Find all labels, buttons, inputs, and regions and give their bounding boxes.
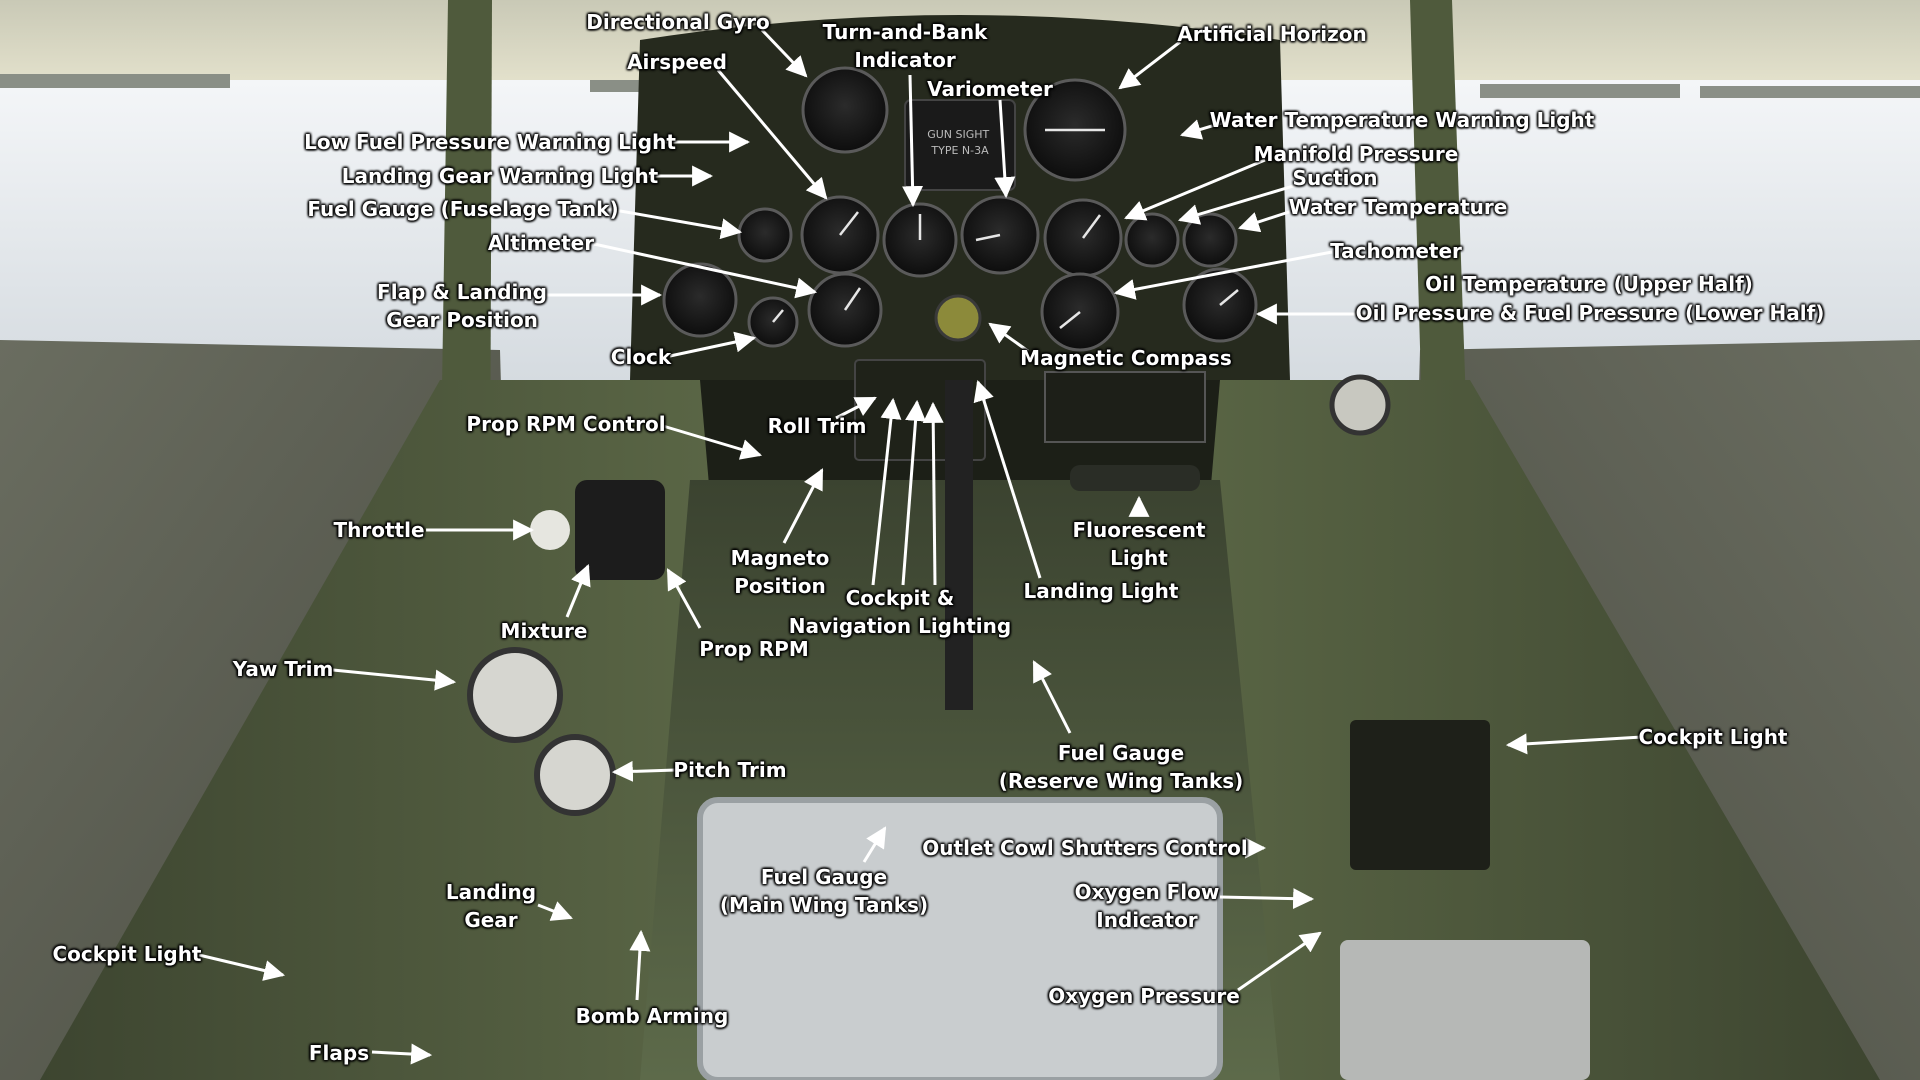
label-throttle: Throttle — [333, 518, 425, 542]
label-flaps: Flaps — [308, 1041, 370, 1065]
right-breaker-panel — [1044, 371, 1206, 443]
label-cockpit-navigation-lighting: Cockpit &Navigation Lighting — [788, 586, 1012, 638]
label-water-temperature-warning-light: Water Temperature Warning Light — [1209, 108, 1595, 132]
label-suction: Suction — [1292, 166, 1378, 190]
label-clock: Clock — [610, 345, 672, 369]
fuel-gauge-fuselage-dial — [737, 207, 793, 263]
label-landing-light: Landing Light — [1023, 579, 1179, 603]
label-manifold-pressure: Manifold Pressure — [1253, 142, 1459, 166]
label-oil-pressure-fuel-pressure: Oil Pressure & Fuel Pressure (Lower Half… — [1355, 301, 1825, 325]
label-water-temperature: Water Temperature — [1288, 195, 1508, 219]
right-cockpit-wall — [1160, 380, 1880, 1080]
label-cockpit-light-left: Cockpit Light — [52, 942, 202, 966]
label-low-fuel-pressure-warning-light: Low Fuel Pressure Warning Light — [304, 130, 676, 154]
seat — [697, 797, 1223, 1080]
label-oxygen-pressure: Oxygen Pressure — [1048, 984, 1240, 1008]
gunsight-column — [904, 99, 1016, 191]
label-magnetic-compass: Magnetic Compass — [1020, 346, 1232, 370]
label-fuel-gauge-fuselage-tank: Fuel Gauge (Fuselage Tank) — [307, 197, 619, 221]
label-variometer: Variometer — [927, 77, 1053, 101]
yaw-trim-wheel — [467, 647, 563, 743]
magnetic-compass — [934, 294, 982, 342]
pitch-trim-wheel — [534, 734, 616, 816]
label-directional-gyro: Directional Gyro — [586, 10, 770, 34]
label-oil-temperature: Oil Temperature (Upper Half) — [1425, 272, 1753, 296]
label-altimeter: Altimeter — [487, 231, 595, 255]
right-side-control-box — [1350, 720, 1490, 870]
label-prop-rpm: Prop RPM — [699, 637, 809, 661]
label-landing-gear-warning-light: Landing Gear Warning Light — [341, 164, 659, 188]
flap-gear-position-dial — [662, 262, 738, 338]
label-fuel-gauge-main-wing-tanks: Fuel Gauge(Main Wing Tanks) — [719, 865, 929, 917]
label-tachometer: Tachometer — [1330, 239, 1462, 263]
oxygen-regulator-wheel — [1329, 374, 1391, 436]
label-mixture: Mixture — [500, 619, 588, 643]
label-roll-trim: Roll Trim — [767, 414, 867, 438]
label-bomb-arming: Bomb Arming — [575, 1004, 729, 1028]
water-temperature-dial — [1182, 212, 1238, 268]
dial-needles — [772, 128, 1239, 329]
fluorescent-light-tube — [1070, 465, 1200, 491]
label-pitch-trim: Pitch Trim — [673, 758, 787, 782]
label-artificial-horizon: Artificial Horizon — [1177, 22, 1367, 46]
label-outlet-cowl-shutters-control: Outlet Cowl Shutters Control — [922, 836, 1248, 860]
right-console-box — [1340, 940, 1590, 1080]
directional-gyro-dial — [801, 66, 889, 154]
label-prop-rpm-control: Prop RPM Control — [466, 412, 666, 436]
label-fuel-gauge-reserve-wing-tanks: Fuel Gauge(Reserve Wing Tanks) — [998, 741, 1244, 793]
control-stick — [945, 380, 973, 710]
throttle-quadrant — [575, 480, 665, 580]
gunsight-placard: GUN SIGHT TYPE N-3A — [927, 128, 993, 157]
label-cockpit-light-right: Cockpit Light — [1638, 725, 1788, 749]
throttle-knob — [530, 510, 570, 550]
label-airspeed: Airspeed — [627, 50, 727, 74]
suction-dial — [1124, 212, 1180, 268]
label-yaw-trim: Yaw Trim — [232, 657, 334, 681]
